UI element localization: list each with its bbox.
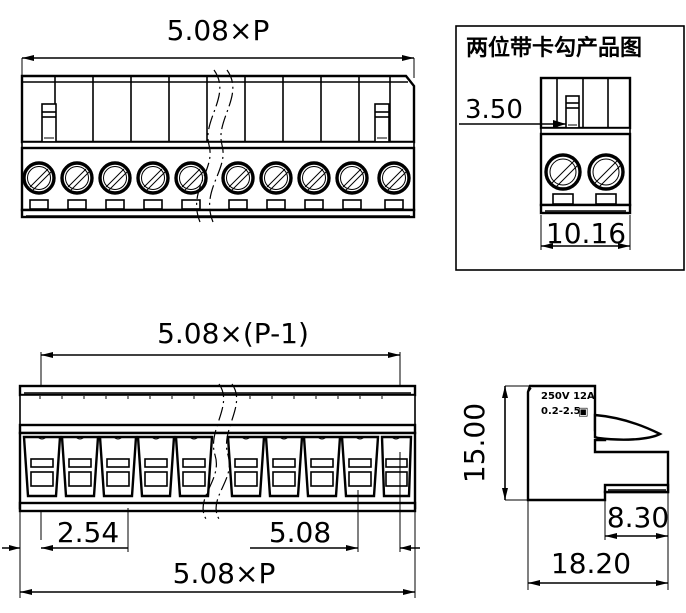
socket <box>264 435 304 498</box>
detail-box-caption: 两位带卡勾产品图 <box>466 35 642 61</box>
detail-latch-post <box>565 95 580 129</box>
side-view-marking-symbol: ▣ <box>578 405 588 418</box>
detail-width-dim-label: 10.16 <box>546 217 626 250</box>
socket <box>380 435 413 498</box>
screw <box>136 161 170 195</box>
socket <box>136 435 176 498</box>
top-view-latch-left <box>41 103 57 143</box>
bottom-view-body <box>18 384 417 513</box>
socket <box>98 435 138 498</box>
side-view-foot-dimension: 8.30 <box>604 492 669 540</box>
detail-latch-dim-label: 3.50 <box>465 95 523 125</box>
socket <box>302 435 342 498</box>
detail-screws <box>544 153 625 191</box>
bottom-view-pitch-dim-label: 5.08 <box>269 516 331 549</box>
screw <box>60 161 94 195</box>
screw <box>377 161 411 195</box>
socket <box>174 435 214 498</box>
detail-width-dimension: 10.16 <box>540 215 631 250</box>
side-view-marking-line1: 250V 12A <box>541 391 595 402</box>
side-view-height-dimension: 15.00 <box>458 385 530 501</box>
screw <box>98 161 132 195</box>
side-view-body <box>526 384 670 502</box>
side-view: 250V 12A 0.2-2.5 ▣ 15.00 8.30 18.20 <box>458 384 670 590</box>
bottom-view-sockets <box>22 435 413 498</box>
bottom-view-serrations <box>39 396 383 399</box>
bottom-view-edge-dim-label: 2.54 <box>57 516 119 549</box>
top-view-latch-right <box>374 103 390 143</box>
socket <box>340 435 380 498</box>
bottom-view-edge-ticks <box>2 452 420 552</box>
screw <box>297 161 331 195</box>
bottom-view-pitch-span-label: 5.08×(P-1) <box>157 317 309 350</box>
side-view-marking-line2: 0.2-2.5 <box>541 406 581 417</box>
top-view-pole-ribs <box>54 76 391 142</box>
top-view-body <box>20 74 416 219</box>
screw <box>259 161 293 195</box>
bottom-view-pitch-dimension: 5.08 <box>250 490 359 552</box>
screw <box>22 161 56 195</box>
bottom-view-overall-dim-label: 5.08×P <box>173 557 276 590</box>
top-view-overall-dim-label: 5.08×P <box>167 14 270 47</box>
top-view-dimension-line <box>21 55 415 78</box>
bottom-view-break-line <box>202 383 238 520</box>
top-view-screws <box>22 161 411 195</box>
bottom-view-edge-dimension: 2.54 <box>41 508 129 552</box>
top-view: 5.08×P <box>20 14 416 223</box>
screw <box>221 161 255 195</box>
socket <box>60 435 100 498</box>
side-view-depth-dimension: 18.20 <box>527 500 669 590</box>
side-view-marking: 250V 12A 0.2-2.5 ▣ <box>541 391 595 418</box>
side-view-foot-dim-label: 8.30 <box>607 501 669 534</box>
socket <box>22 435 62 498</box>
socket <box>226 435 266 498</box>
bottom-view: 5.08×(P-1) <box>2 317 420 598</box>
screw <box>544 153 582 191</box>
detail-latch-dimension: 3.50 <box>459 95 566 128</box>
screw <box>174 161 208 195</box>
side-view-height-dim-label: 15.00 <box>458 403 491 483</box>
screw <box>335 161 369 195</box>
bottom-view-overall-dimension: 5.08×P <box>19 511 416 598</box>
screw <box>587 153 625 191</box>
side-view-depth-dim-label: 18.20 <box>551 547 631 580</box>
detail-connector-body <box>539 76 632 215</box>
detail-box: 两位带卡勾产品图 <box>455 25 685 271</box>
top-view-break-line <box>196 69 234 223</box>
